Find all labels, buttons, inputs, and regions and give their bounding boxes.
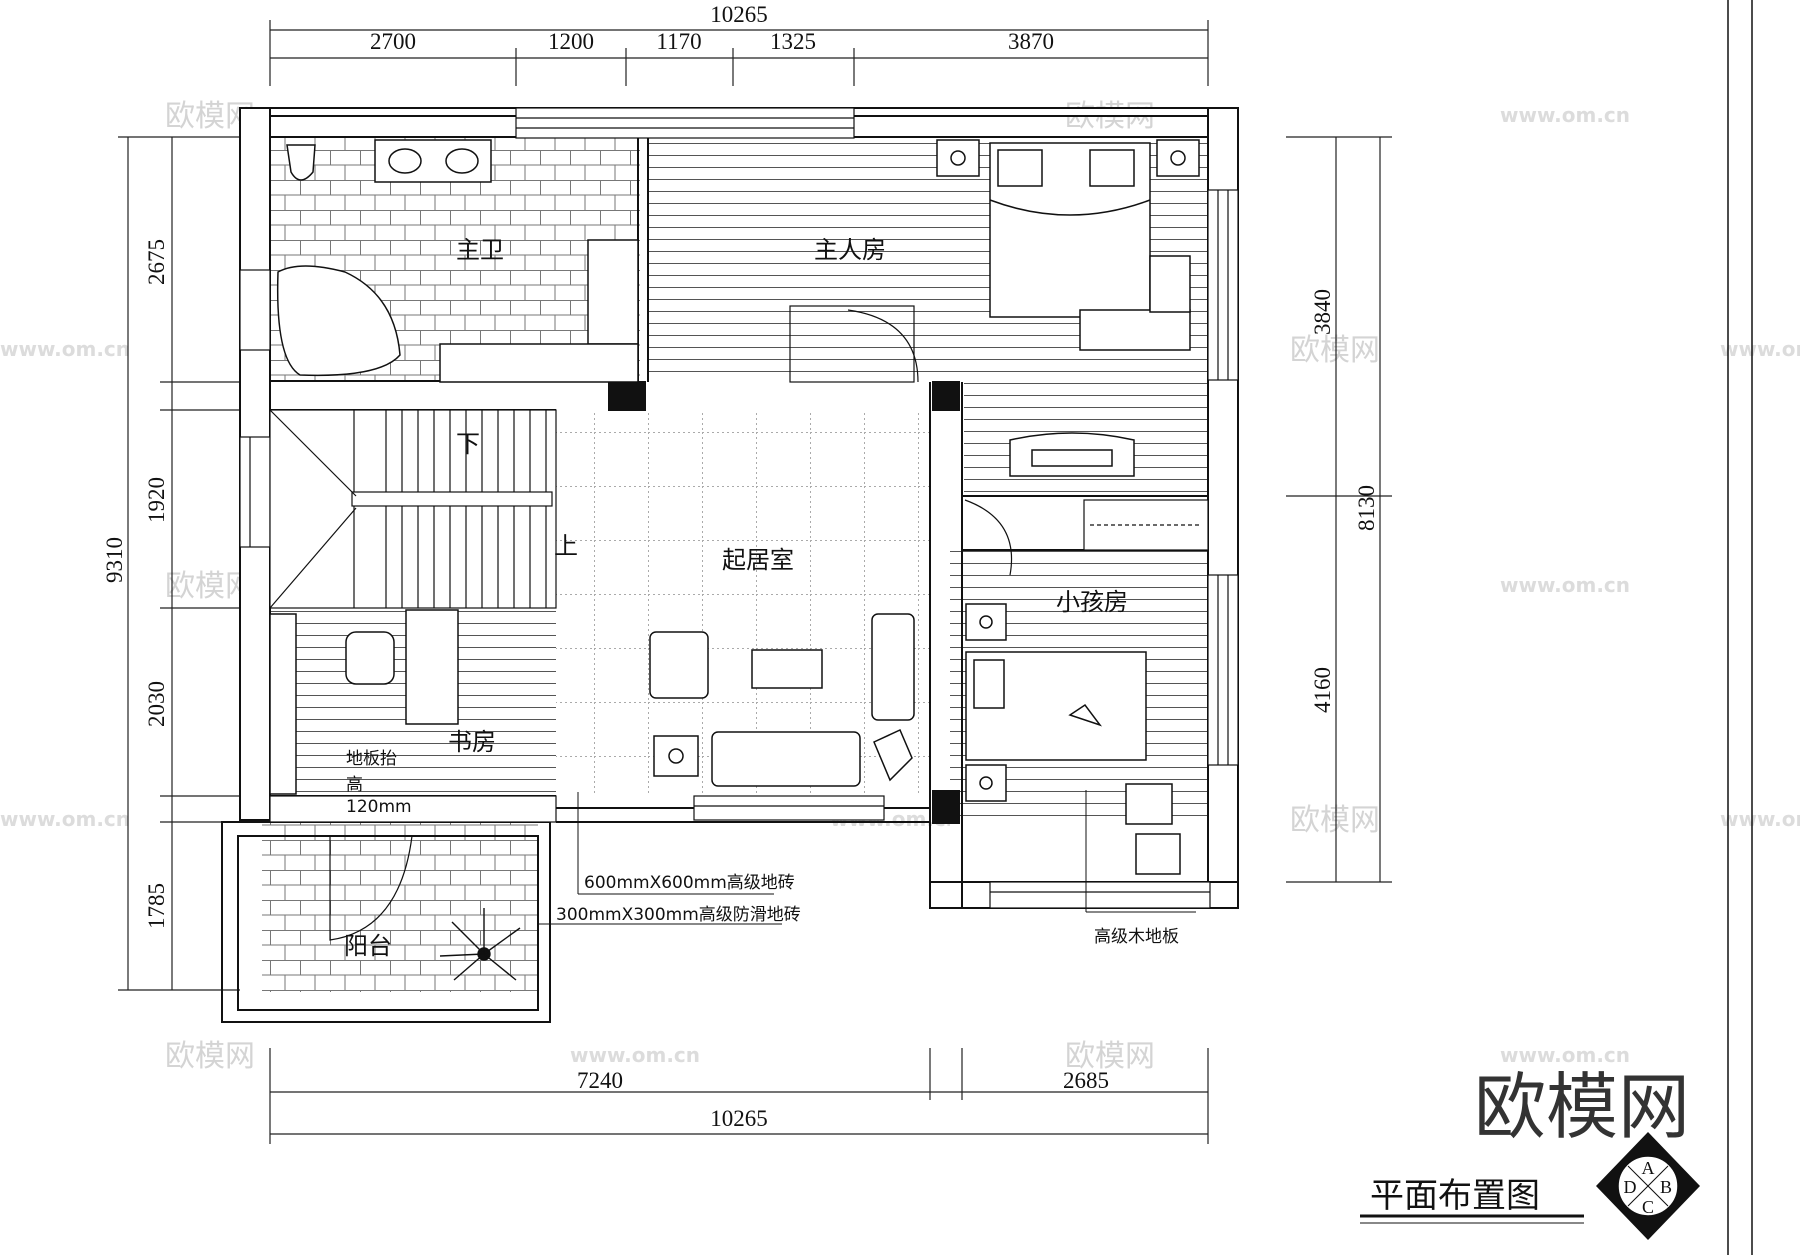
drawing-title: 平面布置图 <box>1370 1176 1540 1216</box>
room-label-living-room: 起居室 <box>722 546 794 574</box>
note-floor-raise: 高 <box>346 775 363 795</box>
note-wood-floor: 高级木地板 <box>1094 927 1179 947</box>
dim-bottom-segment: 2685 <box>1063 1068 1109 1093</box>
watermark-url: www.om.cn <box>1500 1043 1630 1067</box>
dim-right-total: 8130 <box>1354 485 1379 531</box>
child-bed <box>965 603 1147 802</box>
structural-columns <box>608 381 960 824</box>
watermark-url: www.om.cn <box>1500 573 1630 597</box>
dim-left-segment: 1785 <box>144 883 169 929</box>
compass-letter: C <box>1642 1197 1654 1217</box>
dimension-left <box>118 136 240 991</box>
watermark-url: www.om.cn <box>1500 103 1630 127</box>
note-tile-300: 300mmX300mm高级防滑地砖 <box>556 905 801 925</box>
watermark-url: www.om.cn <box>1720 337 1800 361</box>
child-wardrobe <box>1083 499 1209 551</box>
room-label-master-bedroom: 主人房 <box>814 236 886 264</box>
watermark-url: www.om.cn <box>570 1043 700 1067</box>
room-label-child-room: 小孩房 <box>1056 588 1128 616</box>
dim-bottom-segment: 7240 <box>577 1068 623 1093</box>
windows <box>239 107 1239 909</box>
brand-watermark-large: 欧模网 <box>1474 1065 1690 1149</box>
note-leaders <box>538 792 782 925</box>
dim-top-total: 10265 <box>710 2 768 27</box>
dim-top-segment: 1170 <box>656 29 701 54</box>
door-swing <box>964 499 1013 576</box>
dim-left-segment: 1920 <box>144 477 169 523</box>
dim-top-segment: 1200 <box>548 29 594 54</box>
room-label-master-bath: 主卫 <box>456 236 504 264</box>
note-floor-raise: 120mm <box>346 797 412 817</box>
room-label-balcony: 阳台 <box>344 932 392 960</box>
watermark-url: www.om.cn <box>0 807 130 831</box>
watermark-brand: 欧模网 <box>1290 803 1380 838</box>
dim-left-total: 9310 <box>102 537 127 583</box>
dim-bottom-total: 10265 <box>710 1106 768 1131</box>
watermark-brand: 欧模网 <box>1065 1039 1155 1074</box>
watermark-url: www.om.cn <box>0 337 130 361</box>
stair-up-label: 上 <box>554 532 578 560</box>
dim-left-segment: 2675 <box>144 239 169 285</box>
dim-right-upper: 3840 <box>1310 289 1335 335</box>
sheet-border <box>1727 0 1753 1255</box>
compass-letter: A <box>1642 1158 1655 1178</box>
child-desk <box>1125 783 1181 875</box>
watermark-url: www.om.cn <box>1720 807 1800 831</box>
door-swing <box>789 305 915 383</box>
door-swing <box>847 309 919 383</box>
compass-letter: B <box>1660 1177 1672 1197</box>
dim-left-segment: 2030 <box>144 681 169 727</box>
dim-top-segment: 1325 <box>770 29 816 54</box>
bath-fixtures <box>276 139 639 383</box>
note-tile-600: 600mmX600mm高级地砖 <box>584 873 795 893</box>
dim-right-lower: 4160 <box>1310 667 1335 713</box>
balcony-floor-tiles <box>262 822 538 992</box>
compass-diamond <box>1596 1132 1700 1240</box>
room-label-study: 书房 <box>448 728 496 756</box>
dim-top-segment: 3870 <box>1008 29 1054 54</box>
study-step <box>269 795 557 823</box>
watermark-brand: 欧模网 <box>1290 333 1380 368</box>
balcony-plant <box>439 908 521 981</box>
balcony-door-swing <box>329 835 413 941</box>
dimension-right <box>1286 136 1392 883</box>
master-dresser <box>1009 432 1135 477</box>
dimension-bottom <box>269 1048 1209 1144</box>
staircase <box>269 409 557 609</box>
master-bed <box>936 139 1200 351</box>
stair-down-label: 下 <box>456 430 480 458</box>
study-furniture <box>269 609 459 795</box>
living-sofas <box>649 613 915 787</box>
watermark-brand: 欧模网 <box>165 1039 255 1074</box>
compass-letter: D <box>1624 1177 1637 1197</box>
note-floor-raise: 地板抬 <box>346 749 397 769</box>
dim-top-segment: 2700 <box>370 29 416 54</box>
dimension-top <box>269 20 1209 86</box>
